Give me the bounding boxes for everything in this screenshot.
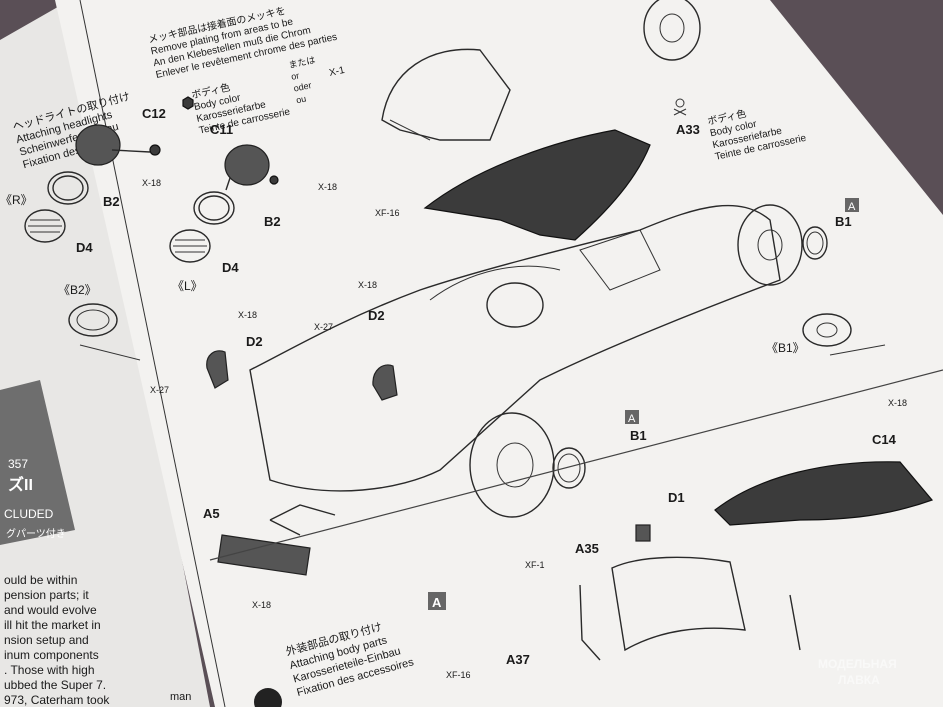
paint-label: XF-16 xyxy=(446,670,471,680)
left-title-jp: ズII xyxy=(8,475,33,494)
left-line: 973, Caterham took xyxy=(4,693,110,707)
part-label: B2 xyxy=(103,194,120,209)
hood-front xyxy=(381,48,511,141)
left-last-line: man xyxy=(170,691,191,703)
cover-c14 xyxy=(714,461,934,526)
sidelight-d2-right xyxy=(372,364,398,401)
part-label: D1 xyxy=(668,490,685,505)
car-body xyxy=(249,204,781,492)
paint-label: XF-1 xyxy=(525,560,545,570)
left-line: pension parts; it xyxy=(4,588,89,602)
watermark-line2: ЛАВКА xyxy=(838,673,880,687)
paint-label: X-27 xyxy=(150,385,169,395)
paint-marker xyxy=(182,96,194,110)
svg-text:A: A xyxy=(432,595,442,610)
part-label: A37 xyxy=(506,652,530,667)
part-label: D4 xyxy=(222,260,239,275)
part-label: C14 xyxy=(872,432,897,447)
note-or-en: or xyxy=(290,70,300,81)
paint-label: XF-16 xyxy=(375,208,400,218)
note-or-de: oder xyxy=(293,80,313,94)
left-line: ould be within xyxy=(4,573,77,587)
paint-label: X-18 xyxy=(252,600,271,610)
paint-label: X-18 xyxy=(238,310,257,320)
note-code: X-1 xyxy=(328,65,346,79)
car-wheel-top xyxy=(643,0,701,61)
left-included: CLUDED xyxy=(4,507,54,521)
svg-text:A: A xyxy=(628,413,636,425)
left-title-banner xyxy=(0,380,75,545)
part-label: B1 xyxy=(630,428,647,443)
left-paragraph: ould be within pension parts; it and wou… xyxy=(4,573,110,707)
sidelight-d2-left xyxy=(206,350,229,389)
left-line: nsion setup and xyxy=(4,633,89,647)
paint-label: X-18 xyxy=(358,280,377,290)
left-line: . Those with high xyxy=(4,663,95,677)
part-label: B2 xyxy=(264,214,281,229)
watermark-line1: МОДЕЛЬНАЯ xyxy=(818,657,897,671)
left-included-jp: グパーツ付き xyxy=(6,527,66,540)
paint-label: X-18 xyxy=(142,178,161,188)
left-line: inum components xyxy=(4,648,99,662)
detail-b2 xyxy=(68,303,141,361)
plating-notes: メッキ部品は接着面のメッキを Remove plating from areas… xyxy=(147,4,346,105)
detail-b1 xyxy=(802,313,886,356)
step-marker xyxy=(254,688,282,707)
ring-b1-front xyxy=(802,226,828,260)
headlight-c11 xyxy=(224,144,279,191)
paint-label: X-27 xyxy=(314,322,333,332)
rim-b2-r xyxy=(47,171,89,205)
svg-text:A: A xyxy=(848,201,856,213)
part-label: D4 xyxy=(76,240,93,255)
paint-label: X-18 xyxy=(318,182,337,192)
left-line: ill hit the market in xyxy=(4,618,101,632)
detail-label: 《B1》 xyxy=(766,341,805,355)
rim-b2-l xyxy=(193,191,235,225)
left-line: ubbed the Super 7. xyxy=(4,678,106,692)
watermark: МОДЕЛЬНАЯ ЛАВКА xyxy=(818,657,897,687)
bumper-arms xyxy=(269,504,336,536)
front-wheel xyxy=(737,204,803,286)
part-label: A5 xyxy=(203,506,220,521)
rear-wheel xyxy=(469,412,555,518)
side-label: 《L》 xyxy=(172,279,203,293)
lens-d4-l xyxy=(169,229,211,263)
part-label: D2 xyxy=(246,334,263,349)
left-line: and would evolve xyxy=(4,603,97,617)
runner-badge-a: A xyxy=(845,198,859,213)
part-label: A33 xyxy=(676,122,700,137)
lens-d4-r xyxy=(24,209,66,243)
left-page-number: 357 xyxy=(8,457,28,471)
bonnet-a33 xyxy=(423,129,651,241)
runner-badge-a: A xyxy=(625,410,639,425)
windshield-d1 xyxy=(579,556,801,661)
bumper-a5 xyxy=(217,534,311,576)
paint-label: X-18 xyxy=(888,398,907,408)
headlight-c12 xyxy=(75,124,161,166)
note-or-fr: ou xyxy=(295,93,307,105)
runner-badge-a: A xyxy=(428,592,446,610)
part-label: B1 xyxy=(835,214,852,229)
side-label: 《R》 xyxy=(0,193,33,207)
mirror-a35 xyxy=(635,524,651,542)
part-label: C11 xyxy=(210,122,233,137)
section-divider xyxy=(209,369,943,561)
part-label: D2 xyxy=(368,308,385,323)
part-label: A35 xyxy=(575,541,599,556)
ring-b1-rear xyxy=(552,447,586,489)
part-label: C12 xyxy=(142,106,166,121)
caution-icon xyxy=(673,98,687,116)
detail-label: 《B2》 xyxy=(58,283,97,297)
